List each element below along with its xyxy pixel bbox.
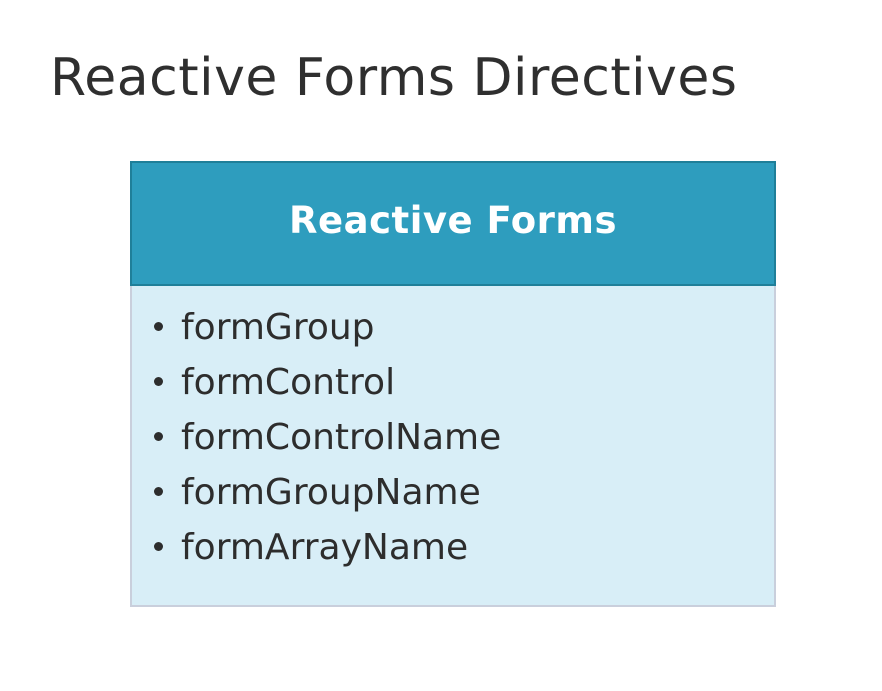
bullet-icon: [154, 377, 163, 386]
list-item: formGroup: [154, 300, 501, 355]
list-item: formArrayName: [154, 520, 501, 575]
bullet-icon: [154, 432, 163, 441]
list-item-label: formControl: [181, 362, 396, 403]
page-title: Reactive Forms Directives: [50, 48, 738, 108]
list-item: formControlName: [154, 410, 501, 465]
list-item-label: formGroupName: [181, 472, 481, 513]
list-item-label: formGroup: [181, 307, 375, 348]
list-item-label: formArrayName: [181, 527, 469, 568]
card-body: formGroup formControl formControlName fo…: [130, 286, 776, 607]
card-header-title: Reactive Forms: [289, 199, 617, 242]
list-item: formControl: [154, 355, 501, 410]
list-item-label: formControlName: [181, 417, 502, 458]
directives-card: Reactive Forms formGroup formControl for…: [130, 161, 776, 607]
bullet-icon: [154, 487, 163, 496]
directive-list: formGroup formControl formControlName fo…: [154, 300, 501, 575]
card-header: Reactive Forms: [130, 161, 776, 286]
bullet-icon: [154, 542, 163, 551]
list-item: formGroupName: [154, 465, 501, 520]
bullet-icon: [154, 322, 163, 331]
